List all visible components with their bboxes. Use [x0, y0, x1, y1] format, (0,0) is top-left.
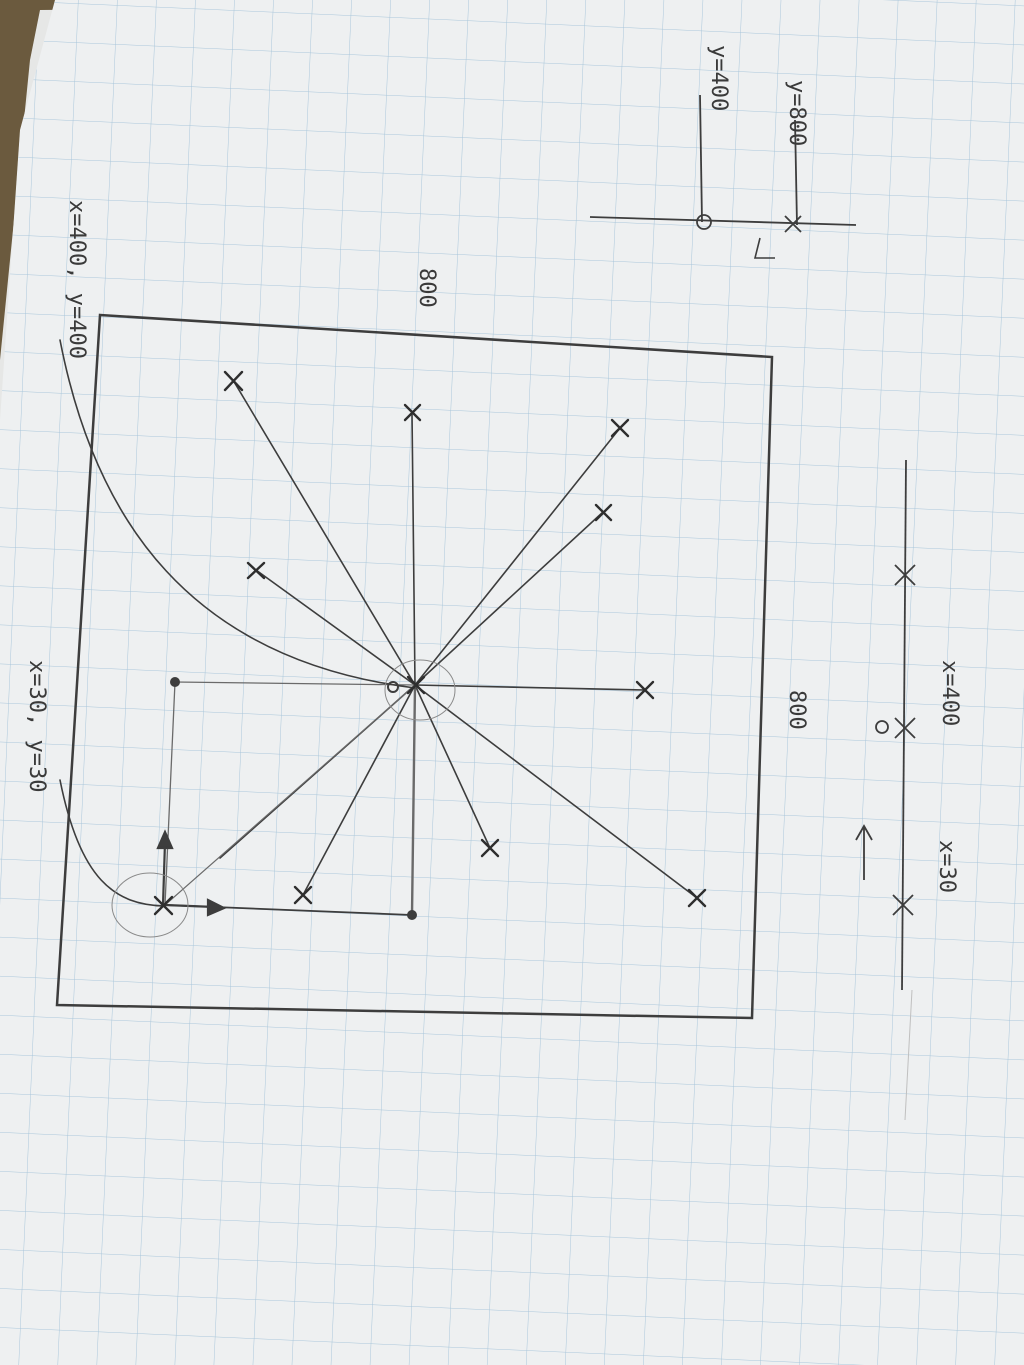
hand-labels: 800 800 x=400, y=400 x=30, y=30 y=400 y=… [24, 45, 962, 893]
label-right-axis-top: y=400 [706, 45, 731, 111]
label-corner-bottom: x=30, y=30 [24, 660, 49, 792]
label-bottom-axis-mid: x=400 [937, 660, 962, 726]
label-corner-top: x=400, y=400 [64, 200, 89, 359]
ray-lines [164, 379, 698, 917]
x-marks [153, 370, 707, 916]
pencil-drawing [55, 313, 774, 1020]
corner-axes [156, 681, 413, 917]
number-lines [589, 94, 916, 1121]
curve-top-left [59, 339, 416, 689]
centre-ring [384, 659, 456, 721]
label-right-box: 800 [784, 690, 809, 730]
label-top-box: 800 [414, 268, 439, 308]
label-bottom-axis-low: x=30 [934, 840, 959, 893]
label-right-axis-bottom: y=800 [784, 80, 809, 146]
canvas-box [55, 313, 774, 1020]
corner-ring [111, 872, 189, 938]
curve-bottom-left [59, 779, 166, 907]
